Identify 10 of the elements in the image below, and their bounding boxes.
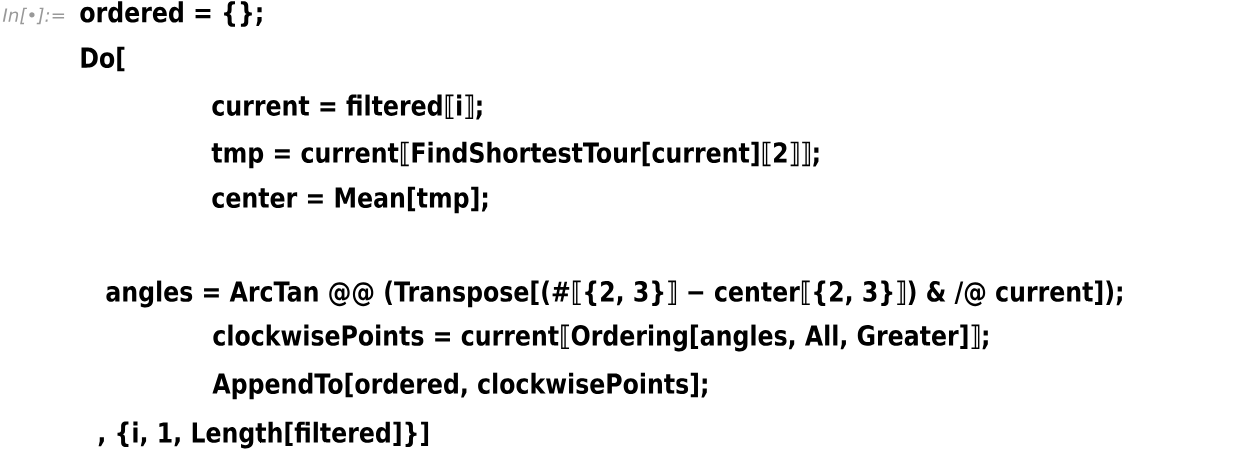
code-line: Do[ <box>81 46 125 72</box>
code-line: angles = ArcTan @@ (Transpose[(#⟦{2, 3}⟧ − center⟦{2, 3}⟧) & /@ current]); <box>106 280 1122 308</box>
code-line: current = filtered⟦i⟧; <box>212 94 482 120</box>
code-line: clockwisePoints = current⟦Ordering[angles, All, Greater]⟧; <box>213 324 988 352</box>
code-line: center = Mean[tmp]; <box>212 186 488 214</box>
input-prompt: In[•]:= <box>2 7 65 25</box>
code-line: tmp = current⟦FindShortestTour[current]⟦2⟧⟧; <box>211 141 819 169</box>
code-line: AppendTo[ordered, clockwisePoints]; <box>212 372 707 400</box>
code-line: ordered = {}; <box>80 1 262 27</box>
code-line: , {i, 1, Length[filtered]}] <box>98 421 429 449</box>
